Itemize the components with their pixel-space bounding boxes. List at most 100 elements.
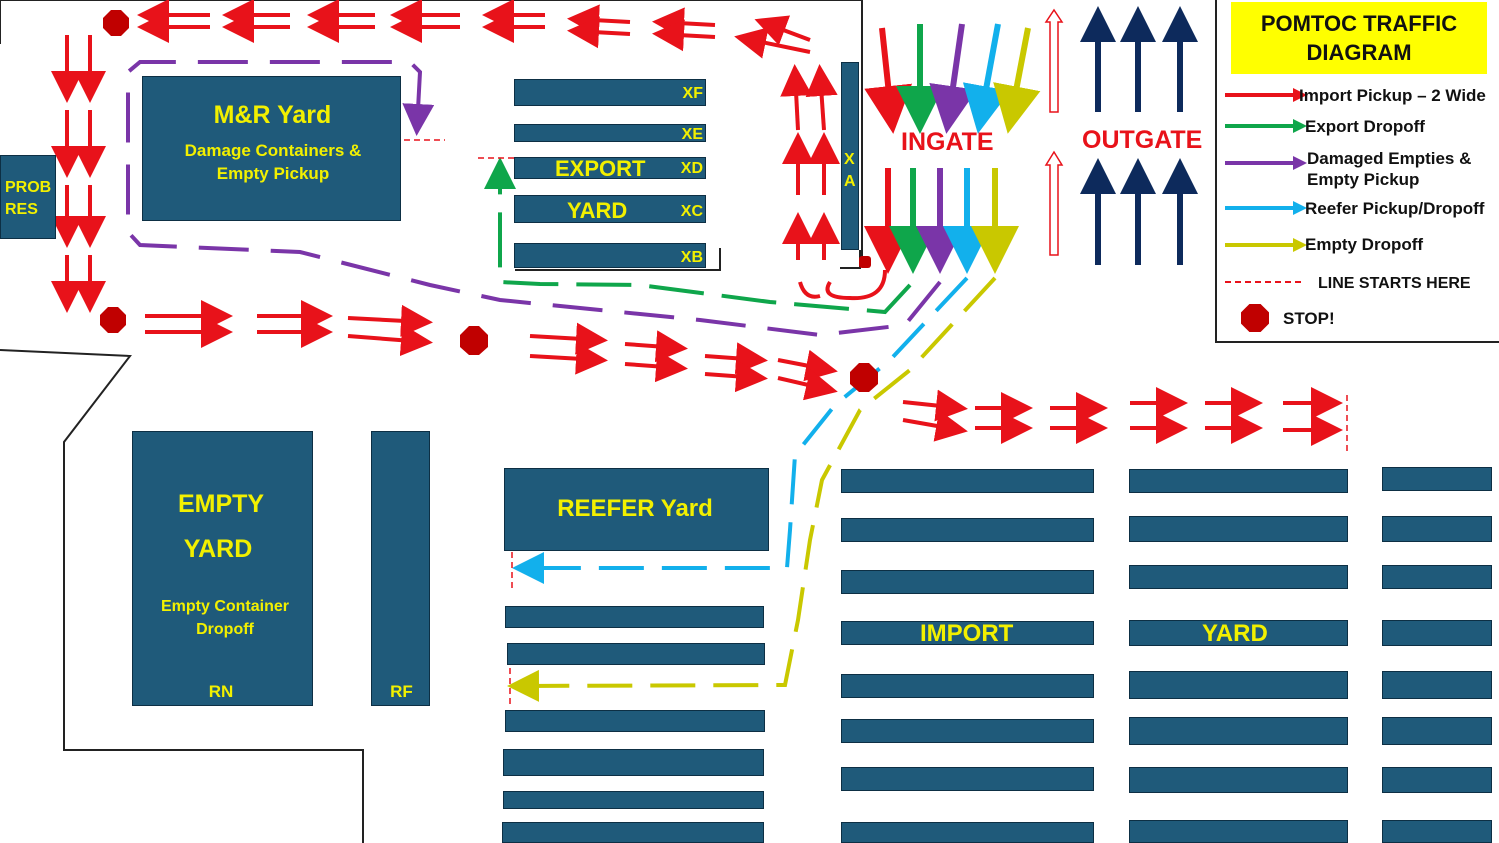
import-row [1129, 717, 1348, 745]
empty-yard-title-1: EMPTY [177, 490, 265, 518]
export-label: EXPORT [555, 156, 646, 181]
yard-row [507, 643, 765, 665]
ingate-arrows [864, 23, 1041, 274]
legend-swatch [1225, 93, 1295, 97]
prob-res-block: PROB RES [0, 155, 56, 239]
legend-swatch [1225, 161, 1295, 165]
legend-title: POMTOC TRAFFIC DIAGRAM [1231, 2, 1487, 74]
legend: POMTOC TRAFFIC DIAGRAM Import Pickup – 2… [1215, 0, 1499, 343]
prob-res-label: PROB RES [5, 179, 52, 218]
import-row [1382, 671, 1492, 699]
outgate-arrows [1080, 6, 1198, 265]
import-row [1129, 671, 1348, 699]
import-row [841, 674, 1094, 698]
import-row [1382, 820, 1492, 843]
export-row-xb: XB [514, 243, 706, 268]
legend-label: LINE STARTS HERE [1318, 275, 1471, 292]
legend-item-import: Import Pickup – 2 Wide [1217, 84, 1499, 124]
arrow-icon [1293, 156, 1307, 170]
import-row [841, 822, 1094, 843]
outgate-hollow-arrows [1044, 8, 1064, 256]
import-row [1382, 516, 1492, 542]
yard-row [503, 791, 764, 809]
xd-label: XD [680, 160, 703, 177]
export-row-xf: XF [514, 79, 706, 106]
yard-row [505, 606, 764, 628]
stop-sign [850, 363, 878, 392]
empty-yard-title-2: YARD [183, 535, 253, 563]
export-yard-border [515, 248, 721, 271]
mr-yard-subtitle: Damage Containers & Empty Pickup [184, 141, 362, 183]
xa-label-x: X [844, 151, 855, 168]
yard-row [503, 749, 764, 776]
import-pickup-route [51, 0, 1343, 446]
import-row [1382, 767, 1492, 793]
arrow-icon [1293, 238, 1307, 252]
import-row [841, 570, 1094, 594]
legend-label: Empty Dropoff [1305, 235, 1424, 254]
empty-yard-subtitle: Empty Container Dropoff [160, 598, 289, 638]
legend-item-export: Export Dropoff [1217, 115, 1499, 155]
import-row [1129, 767, 1348, 793]
dashed-line-icon [1225, 281, 1301, 283]
rf-label: RF [390, 682, 413, 701]
stop-sign [103, 10, 129, 36]
mr-yard-title: M&R Yard [213, 101, 332, 129]
legend-swatch [1225, 243, 1295, 247]
legend-label: STOP! [1283, 309, 1335, 328]
damaged-empties-route [126, 60, 942, 338]
mr-yard: M&R Yard Damage Containers & Empty Picku… [142, 76, 401, 221]
import-row [1129, 565, 1348, 589]
import-row: IMPORT [841, 620, 1094, 647]
arrow-icon [1293, 201, 1307, 215]
legend-label: Damaged Empties & Empty Pickup [1307, 149, 1472, 189]
legend-swatch [1225, 206, 1295, 210]
reefer-yard-label: REEFER Yard [557, 495, 713, 522]
export-yard-label: YARD [567, 198, 628, 223]
import-row [841, 719, 1094, 743]
rn-label: RN [208, 682, 234, 701]
arrow-icon [1293, 119, 1307, 133]
yard-row [505, 710, 765, 732]
xa-border [840, 250, 861, 269]
outgate-label: OUTGATE [1082, 126, 1203, 154]
import-row [841, 469, 1094, 493]
rf-block: RF [371, 431, 430, 706]
import-row: YARD [1129, 620, 1348, 647]
export-row-xc: YARD XC [514, 195, 706, 223]
site-boundary [0, 0, 863, 843]
import-row [1129, 469, 1348, 493]
import-uturn [798, 269, 887, 301]
stop-sign [460, 326, 488, 355]
legend-label: Export Dropoff [1305, 117, 1425, 136]
import-row [1382, 565, 1492, 589]
import-row [1129, 820, 1348, 843]
legend-item-stop: STOP! [1217, 304, 1499, 344]
xf-label: XF [682, 85, 703, 102]
legend-item-empty: Empty Dropoff [1217, 234, 1499, 274]
stop-sign-icon [1241, 304, 1269, 332]
import-row [1382, 467, 1492, 491]
import-row [1382, 717, 1492, 745]
import-row [841, 518, 1094, 542]
legend-label: Reefer Pickup/Dropoff [1305, 199, 1485, 218]
legend-item-line-start: LINE STARTS HERE [1217, 273, 1499, 313]
import-yard-label-2: YARD [1202, 620, 1268, 647]
legend-item-damaged: Damaged Empties & Empty Pickup [1217, 147, 1499, 189]
xc-label: XC [680, 203, 703, 220]
xe-label: XE [681, 126, 703, 143]
export-row-xd: EXPORT XD [514, 156, 706, 181]
import-row [841, 767, 1094, 791]
yard-row [502, 822, 764, 843]
export-dropoff-route [484, 157, 912, 315]
legend-swatch [1225, 124, 1295, 128]
stop-signs [100, 10, 878, 392]
stop-sign [859, 256, 871, 268]
import-yard-label: IMPORT [920, 620, 1014, 647]
legend-item-reefer: Reefer Pickup/Dropoff [1217, 197, 1499, 237]
xa-label-a: A [844, 173, 856, 190]
reefer-yard: REEFER Yard [504, 468, 769, 551]
ingate-label: INGATE [901, 128, 994, 156]
export-row-xe: XE [514, 124, 706, 143]
